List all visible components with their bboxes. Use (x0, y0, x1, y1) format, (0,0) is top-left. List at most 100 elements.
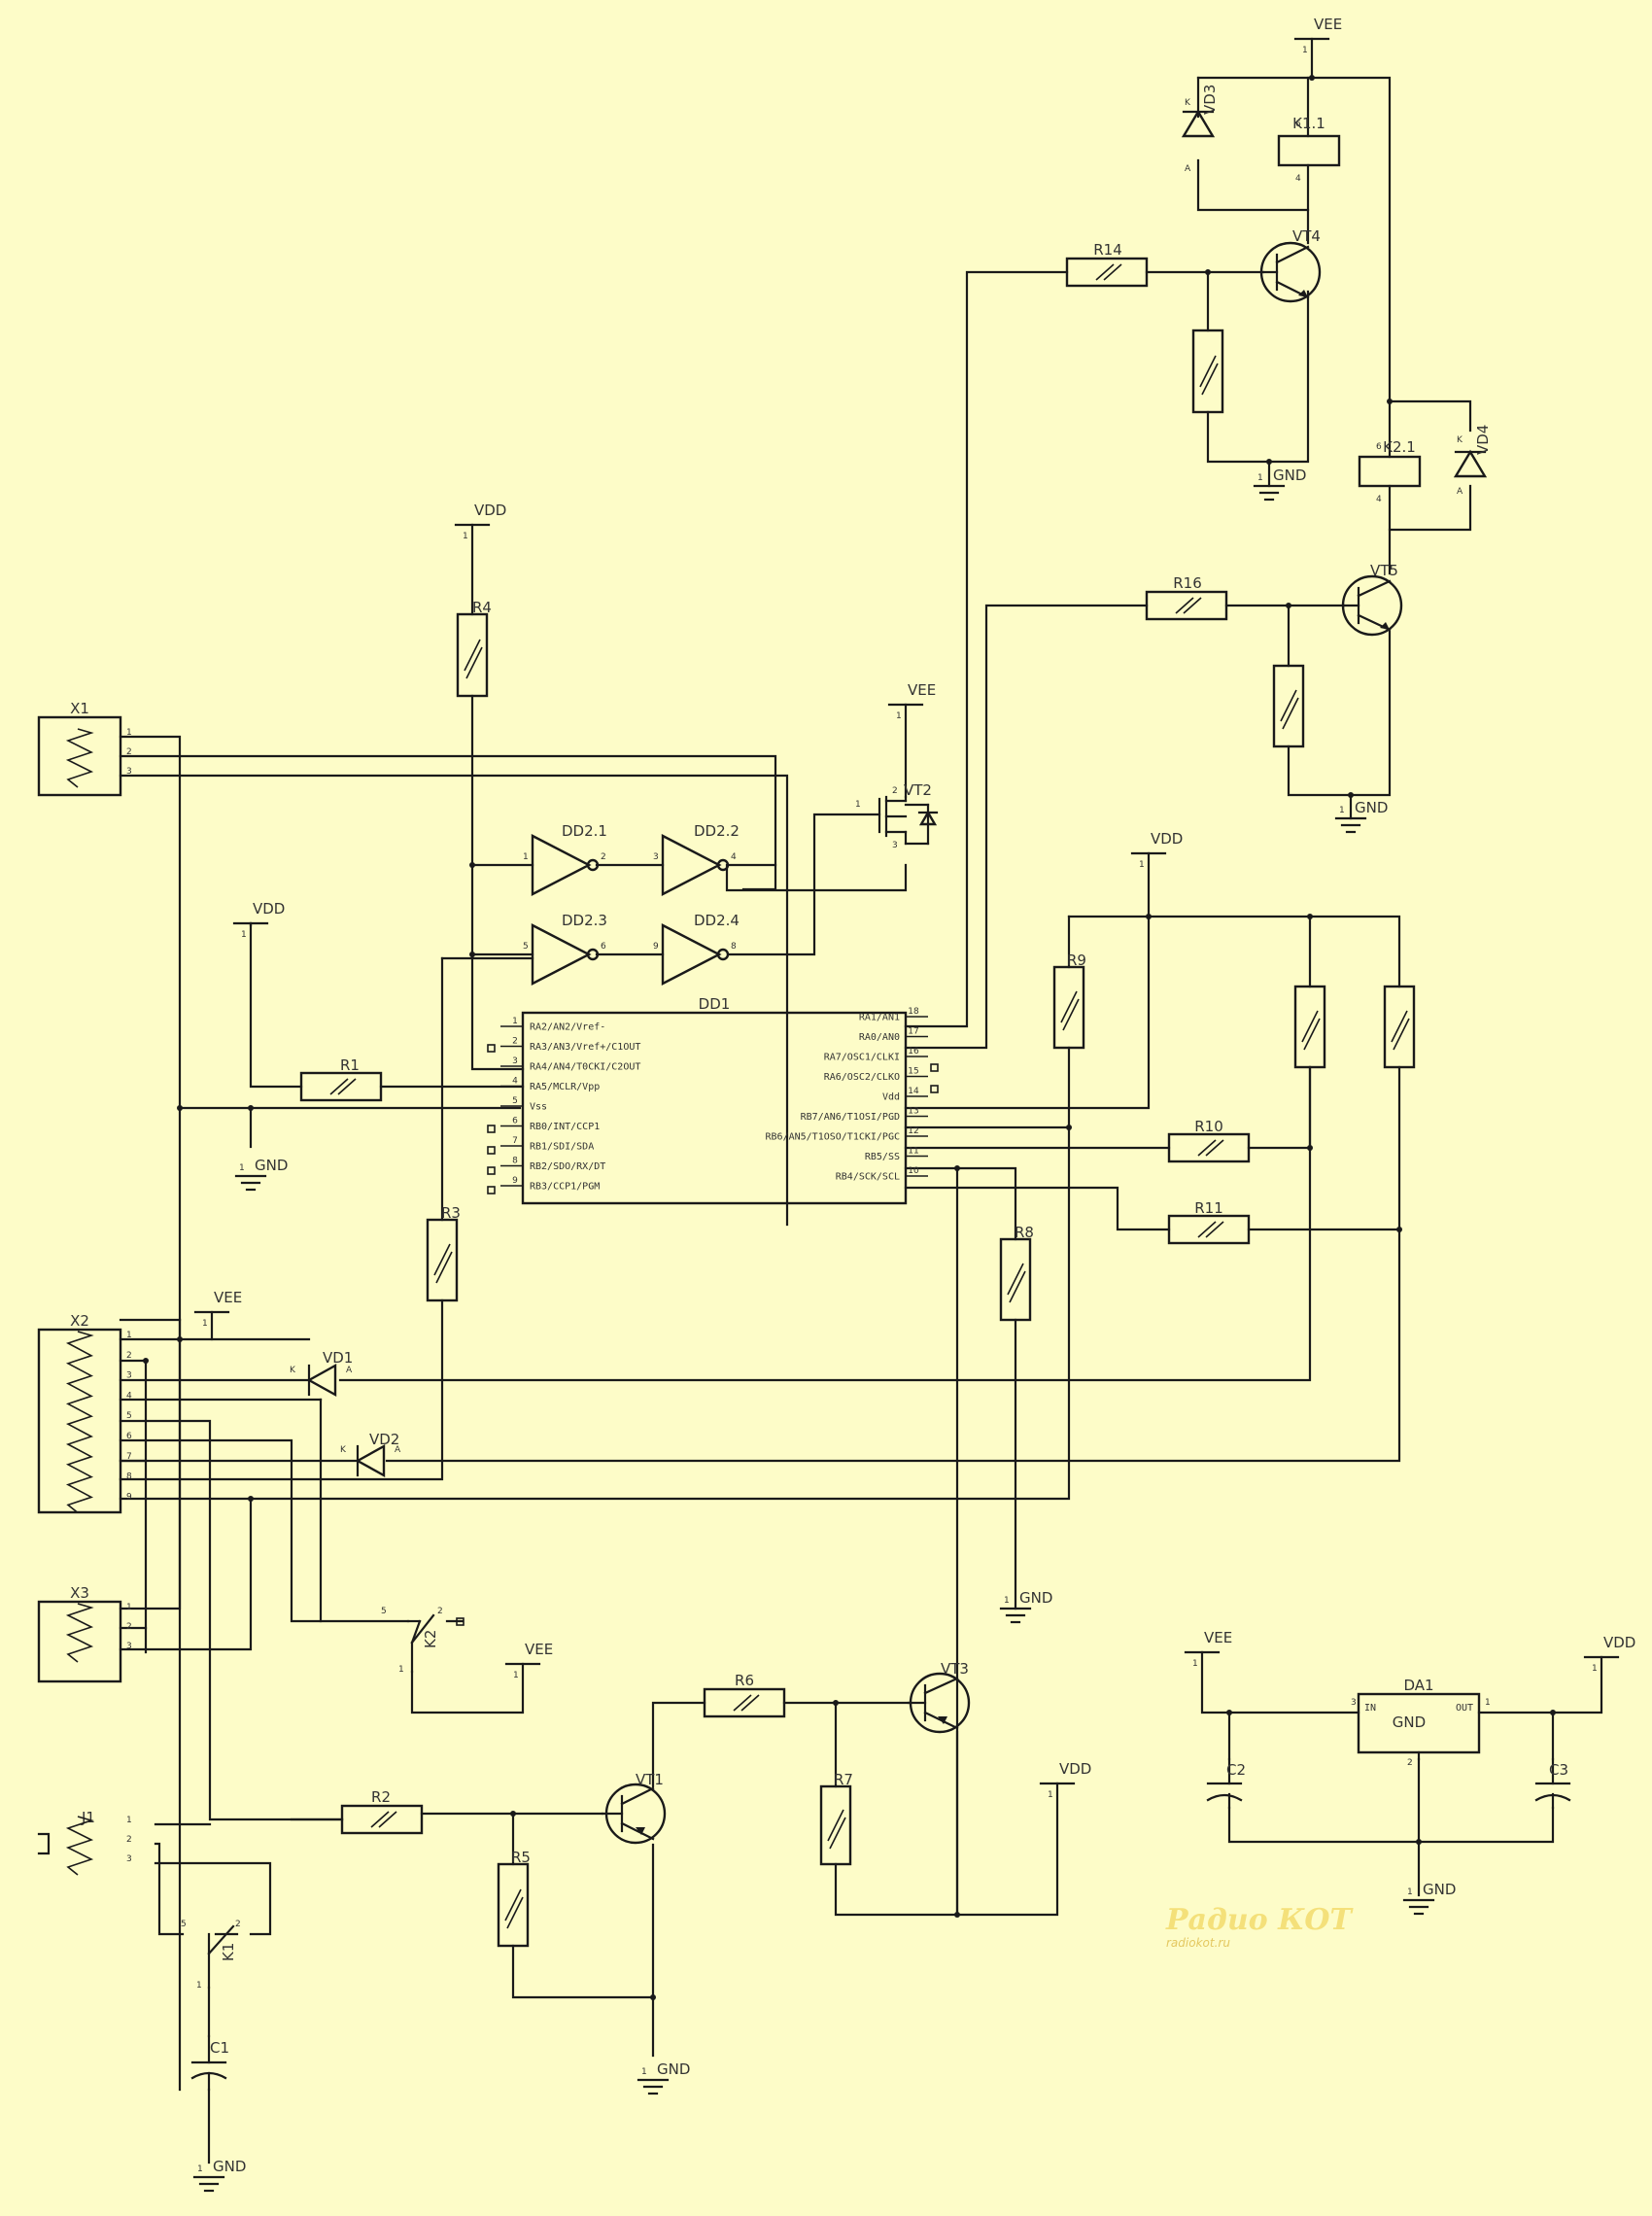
svg-text:A: A (346, 1366, 353, 1375)
dd1-pin-num: 10 (908, 1166, 919, 1176)
relay-coil-k2-1[interactable]: K2.1 64 (1358, 438, 1422, 504)
resistor-r11[interactable]: R11 (1167, 1199, 1251, 1245)
connector-pin-num: 3 (126, 1371, 132, 1381)
resistor-r8[interactable]: R8 (999, 1224, 1034, 1322)
j1-label: J1 (81, 1809, 95, 1826)
connector-pin-num: 5 (126, 1411, 132, 1421)
dd1-pin-num: 7 (512, 1136, 518, 1146)
power-pin-num: 1 (1302, 46, 1308, 55)
x1-label: X1 (70, 700, 89, 717)
power-net-label: VEE (525, 1641, 553, 1658)
resistor-r15[interactable] (1191, 329, 1224, 414)
capacitor-c2[interactable]: C2 (1206, 1757, 1246, 1810)
vt3-label: VT3 (941, 1660, 969, 1678)
svg-text:2: 2 (1407, 1758, 1413, 1768)
connector-x3[interactable]: X3 (37, 1584, 122, 1683)
svg-text:5: 5 (181, 1920, 187, 1929)
resistor-r4[interactable]: R4 (456, 599, 492, 698)
dd1-pin-num: 14 (908, 1087, 919, 1096)
connector-j1[interactable]: J1 (37, 1809, 95, 1855)
svg-text:A: A (1185, 164, 1191, 174)
resistor-r13[interactable] (1383, 985, 1416, 1069)
power-pin-num: 1 (1592, 1664, 1598, 1674)
svg-text:8: 8 (731, 942, 737, 952)
c3-label: C3 (1549, 1761, 1568, 1779)
vd1-label: VD1 (323, 1349, 353, 1367)
resistor-r16[interactable]: R16 (1145, 574, 1228, 621)
resistor-r2[interactable]: R2 (340, 1788, 424, 1835)
svg-text:K: K (1185, 98, 1191, 108)
diode-vd4[interactable]: VD4 KA (1453, 425, 1492, 497)
dd1-pin-name: RA4/AN4/T0CKI/C2OUT (530, 1062, 640, 1073)
r16-label: R16 (1173, 574, 1202, 592)
relay-coil-k1-1[interactable]: K1.1 64 (1277, 115, 1341, 184)
connector-x1[interactable]: X1 (37, 700, 122, 797)
r1-label: R1 (340, 1056, 360, 1074)
resistor-r1[interactable]: R1 (299, 1056, 383, 1102)
resistor-r3[interactable]: R3 (426, 1204, 461, 1302)
r11-label: R11 (1194, 1199, 1223, 1217)
capacitor-c1[interactable]: C1 (190, 2034, 229, 2092)
connector-pin-num: 7 (126, 1452, 132, 1462)
transistor-vt5[interactable]: VT5 (1341, 562, 1403, 637)
dd1-pin-name: RB5/SS (865, 1152, 900, 1162)
dd2-1-label: DD2.1 (562, 822, 607, 840)
dd1-pin-name: Vdd (882, 1092, 900, 1103)
connector-x2[interactable]: X2 (37, 1312, 122, 1514)
connector-pin-num: 6 (126, 1432, 132, 1441)
vd2-label: VD2 (369, 1431, 399, 1448)
r10-label: R10 (1194, 1118, 1223, 1135)
resistor-r5[interactable]: R5 (497, 1849, 531, 1948)
dd1-pin-name: RB3/CCP1/PGM (530, 1182, 600, 1193)
dd1-pin-num: 17 (908, 1027, 918, 1037)
resistor-r14[interactable]: R14 (1065, 241, 1149, 288)
transistor-vt1[interactable]: VT1 (601, 1771, 667, 1845)
power-pin-num: 1 (463, 532, 468, 541)
resistor-r6[interactable]: R6 (703, 1672, 786, 1718)
svg-text:A: A (1457, 487, 1463, 497)
diode-vd3[interactable]: VD3 KA (1181, 85, 1219, 174)
svg-text:4: 4 (1295, 174, 1301, 184)
resistor-r9[interactable]: R9 (1052, 952, 1086, 1050)
gnd-pin-num: 1 (1257, 473, 1263, 483)
x2-label: X2 (70, 1312, 89, 1330)
dd1-pin-num: 18 (908, 1007, 919, 1017)
dd1-pin-num: 6 (512, 1117, 518, 1126)
svg-text:3: 3 (653, 852, 659, 862)
svg-text:2: 2 (437, 1607, 443, 1616)
capacitor-c3[interactable]: C3 (1534, 1757, 1571, 1810)
svg-text:3: 3 (892, 841, 898, 850)
dd1-chip[interactable]: DD1 1RA2/AN2/Vref-2RA3/AN3/Vref+/C1OUT3R… (500, 995, 928, 1205)
dd1-pin-num: 4 (512, 1077, 518, 1087)
resistor-r10[interactable]: R10 (1167, 1118, 1251, 1163)
resistor-r12[interactable] (1293, 985, 1326, 1069)
dd2-2-label: DD2.2 (694, 822, 740, 840)
power-pin-num: 1 (513, 1671, 519, 1680)
r3-label: R3 (441, 1204, 461, 1222)
transistor-vt4[interactable]: VT4 (1259, 227, 1322, 303)
svg-text:1: 1 (523, 852, 529, 862)
resistor-r7[interactable]: R7 (819, 1771, 853, 1866)
transistor-vt3[interactable]: VT3 (907, 1660, 971, 1734)
svg-text:K: K (340, 1445, 347, 1455)
power-net-label: VEE (1314, 16, 1342, 33)
dd1-left-pins: 1RA2/AN2/Vref-2RA3/AN3/Vref+/C1OUT3RA4/A… (500, 1017, 640, 1193)
r4-label: R4 (472, 599, 492, 616)
mosfet-vt2[interactable]: VT2 123 (855, 781, 939, 850)
connector-pin-num: 8 (126, 1472, 132, 1482)
dd1-pin-num: 3 (512, 1056, 518, 1066)
gnd-pin-num: 1 (641, 2067, 647, 2077)
dd1-pin-num: 2 (512, 1037, 518, 1047)
gnd-pin-num: 1 (1004, 1596, 1010, 1606)
svg-text:6: 6 (601, 942, 606, 952)
resistor-r17[interactable] (1272, 664, 1305, 748)
